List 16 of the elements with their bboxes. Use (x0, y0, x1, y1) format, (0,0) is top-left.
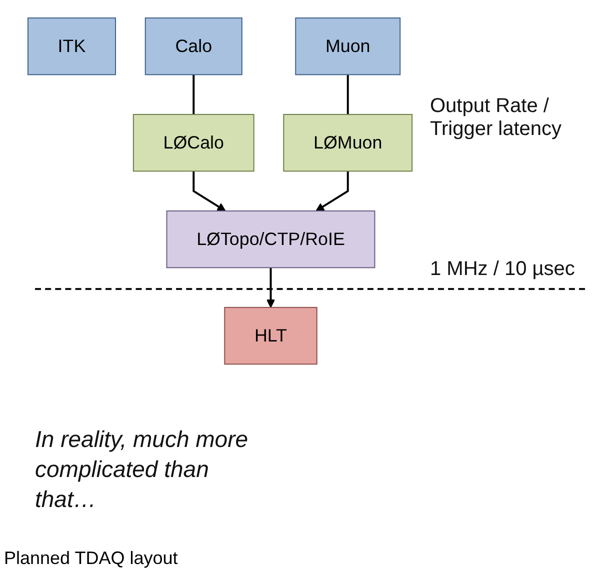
node-box: Muon (295, 17, 401, 76)
connector (346, 74, 349, 114)
connector (192, 74, 195, 114)
arrow (316, 171, 349, 212)
rate-latency-heading: Output Rate / Trigger latency (430, 95, 563, 141)
node-box: LØCalo (132, 114, 254, 172)
node-box: ITK (27, 17, 116, 76)
node-box: LØMuon (283, 114, 413, 172)
rate-latency-value: 1 MHz / 10 µsec (430, 258, 575, 281)
arrow (266, 268, 276, 308)
node-box: Calo (144, 17, 242, 76)
arrow (192, 171, 226, 212)
note-text: In reality, much more complicated than that… (35, 425, 250, 514)
node-box: HLT (224, 306, 318, 365)
node-box: LØTopo/CTP/RoIE (166, 210, 376, 268)
caption: Planned TDAQ layout (4, 548, 178, 569)
